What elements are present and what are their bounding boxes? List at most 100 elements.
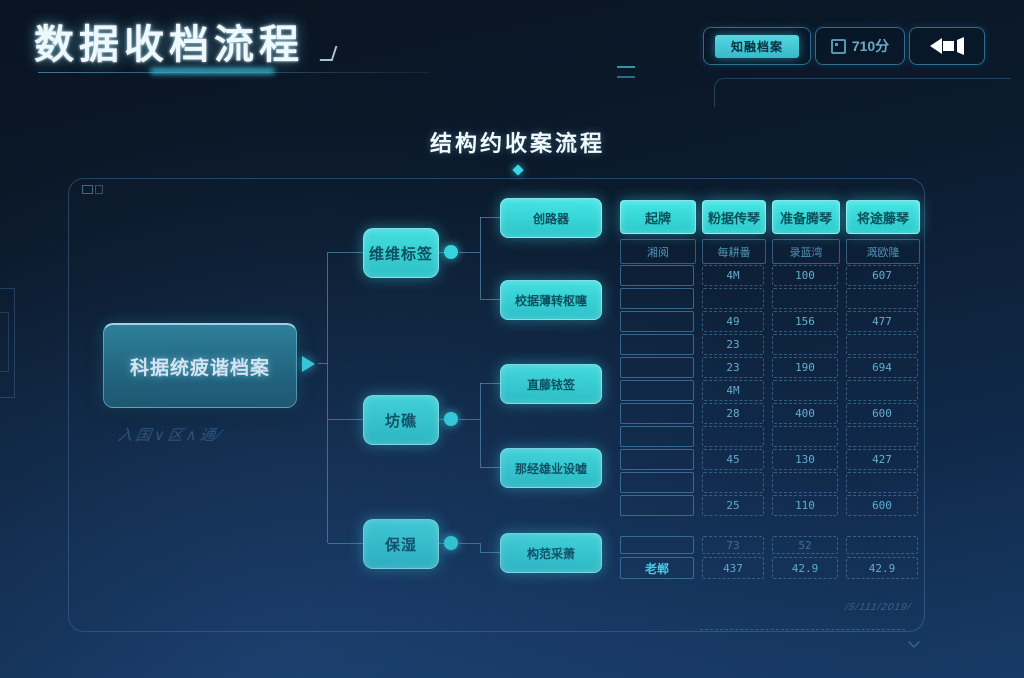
connector-line [480, 467, 500, 468]
panel-corner-decoration [95, 185, 103, 194]
table-cell: 100 [772, 265, 838, 286]
root-watermark-text: 入国∨区∧通∕ [116, 427, 225, 444]
connector-line [437, 252, 445, 253]
table-cell [620, 449, 694, 470]
diamond-icon [512, 164, 524, 176]
table-cell [620, 472, 694, 493]
header-outline-decoration [714, 78, 1011, 107]
table-cell [620, 536, 694, 554]
flow-root-node[interactable]: 科据统疲谐档案 [103, 323, 297, 408]
table-cell [772, 380, 838, 401]
archive-manage-label: 知融档案 [715, 34, 799, 58]
broadcast-icon [930, 37, 964, 55]
arrow-right-icon [302, 356, 315, 372]
table-cell: 110 [772, 495, 838, 516]
connector-line [459, 419, 480, 420]
table-cell: 25 [702, 495, 764, 516]
table-cell [772, 288, 838, 309]
table-cell: 4M [702, 265, 764, 286]
circuit-decoration [617, 66, 635, 78]
table-subheader: 溉欧隆 [846, 239, 920, 264]
connector-line [328, 252, 363, 253]
connector-line [480, 383, 500, 384]
table-cell: 156 [772, 311, 838, 332]
edge-decoration [0, 288, 15, 398]
table-subheader: 湘阅 [620, 239, 696, 264]
table-cell [702, 472, 764, 493]
connector-line [480, 552, 500, 553]
table-header: 准备腾琴 [772, 200, 840, 234]
table-cell [702, 426, 764, 447]
flow-leaf-node[interactable]: 创路器 [500, 198, 602, 238]
table-cell [846, 334, 918, 355]
table-cell [620, 288, 694, 309]
flow-leaf-node[interactable]: 构范采萧 [500, 533, 602, 573]
table-cell: 437 [702, 557, 764, 579]
table-cell: 694 [846, 357, 918, 378]
table-cell: 477 [846, 311, 918, 332]
table-cell [772, 426, 838, 447]
flow-branch-node[interactable]: 坊礁 [363, 395, 439, 445]
connector-line [327, 252, 328, 543]
table-cell: 42.9 [846, 557, 918, 579]
table-cell: 52 [772, 536, 838, 554]
table-cell [620, 311, 694, 332]
table-cell [846, 288, 918, 309]
table-cell [620, 495, 694, 516]
connector-line [459, 252, 480, 253]
table-cell [702, 288, 764, 309]
node-dot-icon [444, 536, 458, 550]
connector-line [480, 299, 500, 300]
table-cell: 427 [846, 449, 918, 470]
table-cell [772, 472, 838, 493]
table-cell: 600 [846, 403, 918, 424]
connector-line [480, 383, 481, 467]
flow-branch-node[interactable]: 维维标签 [363, 228, 439, 278]
table-cell: 49 [702, 311, 764, 332]
flow-leaf-node[interactable]: 直藤铱签 [500, 364, 602, 404]
score-label: 710分 [851, 38, 890, 54]
table-cell: 28 [702, 403, 764, 424]
table-cell [620, 403, 694, 424]
node-dot-icon [444, 245, 458, 259]
table-summary-faint-row: 73 52 [620, 536, 918, 554]
score-icon [830, 38, 846, 54]
chevron-down-icon [908, 636, 920, 648]
section-title: 结构约收案流程 [430, 131, 606, 156]
table-cell [846, 472, 918, 493]
table-header: 起牌 [620, 200, 696, 234]
table-cell: 42.9 [772, 557, 838, 579]
panel-dashed-edge [700, 629, 905, 630]
flow-leaf-node[interactable]: 那经雄业设嘘 [500, 448, 602, 488]
panel-corner-decoration [82, 185, 93, 194]
table-cell [846, 426, 918, 447]
table-cell [620, 357, 694, 378]
table-header: 将途藤琴 [846, 200, 920, 234]
flow-branch-node[interactable]: 保湿 [363, 519, 439, 569]
connector-line [459, 543, 480, 544]
archive-manage-button[interactable]: 知融档案 [703, 27, 811, 65]
title-flourish-icon [319, 46, 338, 61]
connector-line [328, 419, 363, 420]
table-cell: 73 [702, 536, 764, 554]
table-cell: 400 [772, 403, 838, 424]
footer-watermark: /5/111/2019/ [843, 602, 913, 613]
score-button[interactable]: 710分 [815, 27, 905, 65]
table-cell [620, 265, 694, 286]
table-summary-row: 老郸 437 42.9 42.9 [620, 557, 918, 579]
table-cell: 45 [702, 449, 764, 470]
connector-line [318, 363, 327, 364]
table-cell: 130 [772, 449, 838, 470]
table-cell [620, 334, 694, 355]
page-title: 数据收档流程 [34, 23, 304, 67]
table-cell: 607 [846, 265, 918, 286]
connector-line [480, 217, 500, 218]
connector-line [480, 217, 481, 299]
table-cell: 老郸 [620, 557, 694, 579]
table-subheader: 每耕番 [702, 239, 766, 264]
table-header: 粉据传琴 [702, 200, 766, 234]
broadcast-button[interactable] [909, 27, 985, 65]
table-cell [620, 426, 694, 447]
flow-leaf-node[interactable]: 校据薄转枢噻 [500, 280, 602, 320]
